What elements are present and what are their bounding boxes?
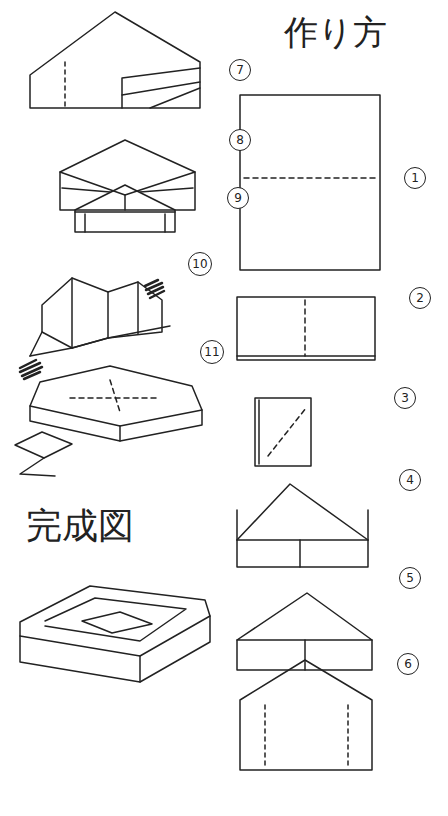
step-number-text: 11 [204,346,219,358]
step-2-fold [237,297,375,360]
step-10-box [20,278,170,379]
step-number: 5 [399,567,421,589]
step-1-sheet [240,95,380,270]
step-number-text: 10 [192,258,207,270]
step-number-text: 8 [236,134,244,146]
step-number-text: 2 [416,292,424,304]
step-9-fold [75,185,175,232]
step-number: 4 [399,469,421,491]
step-number: 1 [404,167,426,189]
step-number: 7 [229,59,251,81]
step-number-text: 3 [401,392,409,404]
step-4-fold [237,484,368,567]
step-number: 11 [200,340,224,364]
step-number: 2 [409,287,431,309]
step-number-text: 5 [406,572,414,584]
step-8-fold [60,140,195,210]
step-number-text: 9 [234,192,242,204]
step-number: 10 [188,252,212,276]
step-11-box [15,366,202,476]
caption-label: 完成図 [26,506,134,546]
step-number-text: 1 [411,172,419,184]
step-6-fold [240,660,372,770]
step-number: 8 [229,129,251,151]
step-number: 6 [397,653,419,675]
step-7-fold [30,12,200,108]
step-number-text: 7 [236,64,244,76]
step-5-fold [237,593,372,670]
title: 作り方 [284,14,387,51]
step-number-text: 4 [406,474,414,486]
step-number: 9 [227,187,249,209]
finished-box [20,586,210,682]
step-number: 3 [394,387,416,409]
step-number-text: 6 [404,658,412,670]
step-3-fold [255,398,311,466]
